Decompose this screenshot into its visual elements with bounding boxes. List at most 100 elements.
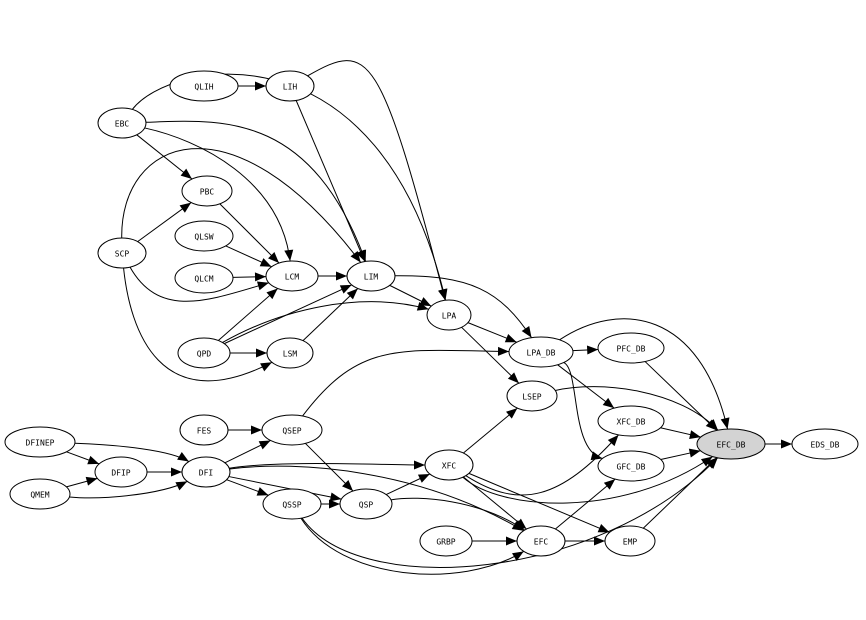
arrowhead-icon <box>417 474 430 483</box>
arrowhead-icon <box>180 168 192 179</box>
arrowhead-icon <box>87 455 100 465</box>
node-label: EFC <box>534 538 549 547</box>
arrowhead-icon <box>607 434 619 447</box>
arrowhead-icon <box>506 536 517 546</box>
edge-grbp-to-efc <box>472 536 517 546</box>
edge-qpd-to-lcm <box>217 288 279 341</box>
node-label: QSEP <box>282 427 301 436</box>
edge-dfip-to-dfi <box>147 467 182 477</box>
node-lsm[interactable]: LSM <box>266 337 314 369</box>
edge-lsm-to-lim <box>302 288 359 341</box>
node-dfi[interactable]: DFI <box>181 456 231 488</box>
node-dfinep[interactable]: DFINEP <box>4 426 76 458</box>
node-xfc[interactable]: XFC <box>424 449 474 481</box>
node-lpa-db[interactable]: LPA_DB <box>508 336 574 368</box>
node-lpa[interactable]: LPA <box>426 299 472 331</box>
arrowhead-icon <box>497 346 510 356</box>
node-lih[interactable]: LIH <box>265 70 315 102</box>
arrowhead-icon <box>504 333 517 343</box>
node-dfip[interactable]: DFIP <box>94 456 148 488</box>
edge-dfinep-to-dfi <box>74 442 190 462</box>
edge-qmem-to-dfip <box>66 476 98 488</box>
arrowhead-icon <box>419 297 432 307</box>
node-lsep[interactable]: LSEP <box>506 380 558 412</box>
edge-dfi-to-qsep <box>224 440 271 464</box>
node-qlcm[interactable]: QLCM <box>174 262 234 294</box>
arrowhead-icon <box>689 430 701 439</box>
node-label: LCM <box>285 273 300 282</box>
arrowhead-icon <box>416 301 429 311</box>
arrowhead-icon <box>284 249 294 262</box>
edge-pbc-to-lcm <box>219 203 280 264</box>
node-grbp[interactable]: GRBP <box>419 525 473 557</box>
edge-xfc-to-emp <box>468 472 610 533</box>
node-qsep[interactable]: QSEP <box>261 414 323 446</box>
node-ebc[interactable]: EBC <box>97 107 147 139</box>
arrowhead-icon <box>700 456 713 467</box>
node-qlih[interactable]: QLIH <box>169 70 239 102</box>
edge-lpa_db-to-pfc_db <box>572 345 599 355</box>
arrowhead-icon <box>251 425 262 435</box>
node-label: QMEM <box>30 491 49 500</box>
edge-scp-to-pbc <box>137 202 192 243</box>
edge-dfi-to-xfc <box>229 460 426 470</box>
arrowhead-icon <box>707 419 718 431</box>
node-efc[interactable]: EFC <box>516 525 566 557</box>
edge-qsep-to-lpa_db <box>302 346 510 417</box>
arrowhead-icon <box>507 372 519 384</box>
node-emp[interactable]: EMP <box>604 525 656 557</box>
edge-xfc-to-xfc_db <box>465 434 619 496</box>
edge-xfc-to-lsep <box>463 407 518 454</box>
edge-lsep-to-efc_db <box>555 386 719 431</box>
edge-qlih-to-lih <box>238 81 266 91</box>
edge-lpa_db-to-gfc_db <box>563 362 603 461</box>
arrowhead-icon <box>586 345 599 355</box>
edge-lpa-to-lpa_db <box>467 322 517 343</box>
node-pbc[interactable]: PBC <box>181 175 233 207</box>
edge-scp-to-lcm <box>129 266 269 302</box>
edge-scp-to-lsm <box>123 267 273 382</box>
node-qlsw[interactable]: QLSW <box>174 220 234 252</box>
arrowhead-icon <box>603 479 616 490</box>
edge-qssp-to-efc_db <box>301 457 719 568</box>
arrowhead-icon <box>171 467 182 477</box>
node-lim[interactable]: LIM <box>346 260 396 292</box>
node-fes[interactable]: FES <box>179 414 229 446</box>
node-qpd[interactable]: QPD <box>177 337 231 369</box>
node-label: DFINEP <box>26 439 55 448</box>
arrowhead-icon <box>336 271 347 281</box>
node-eds-db[interactable]: EDS_DB <box>791 428 859 460</box>
arrowhead-icon <box>256 348 267 358</box>
node-label: SCP <box>115 250 130 259</box>
node-scp[interactable]: SCP <box>97 237 147 269</box>
node-label: QPD <box>197 350 212 359</box>
edge-qsp-to-efc <box>390 497 525 531</box>
node-lcm[interactable]: LCM <box>265 260 319 292</box>
arrowhead-icon <box>720 417 730 430</box>
node-label: QLIH <box>194 83 213 92</box>
nodes-layer: QLIH LIH EBC PBC QLSW SCP QLCM LCM LIM LPA QPD LSM L… <box>4 70 859 557</box>
node-label: EMP <box>623 538 638 547</box>
node-efc-db[interactable]: EFC_DB <box>696 428 766 460</box>
arrowhead-icon <box>515 518 527 530</box>
node-gfc-db[interactable]: GFC_DB <box>597 450 665 482</box>
node-label: QLCM <box>194 275 213 284</box>
arrowhead-icon <box>179 202 192 213</box>
edge-gfc_db-to-efc_db <box>660 448 701 460</box>
arrowhead-icon <box>706 457 718 469</box>
node-label: FES <box>197 427 212 436</box>
edge-qsep-to-qsp <box>305 443 354 492</box>
node-label: LSEP <box>522 393 541 402</box>
edge-fes-to-qsep <box>228 425 262 435</box>
arrowhead-icon <box>268 252 280 264</box>
arrowhead-icon <box>256 281 269 291</box>
node-qsp[interactable]: QSP <box>339 488 393 520</box>
arrowhead-icon <box>329 492 342 502</box>
edge-lpa_db-to-efc_db <box>559 318 730 430</box>
node-qmem[interactable]: QMEM <box>9 478 71 510</box>
node-qssp[interactable]: QSSP <box>262 488 322 520</box>
node-label: XFC_DB <box>617 418 646 427</box>
node-pfc-db[interactable]: PFC_DB <box>597 332 665 364</box>
arrowhead-icon <box>346 288 358 300</box>
node-xfc-db[interactable]: XFC_DB <box>597 405 665 437</box>
